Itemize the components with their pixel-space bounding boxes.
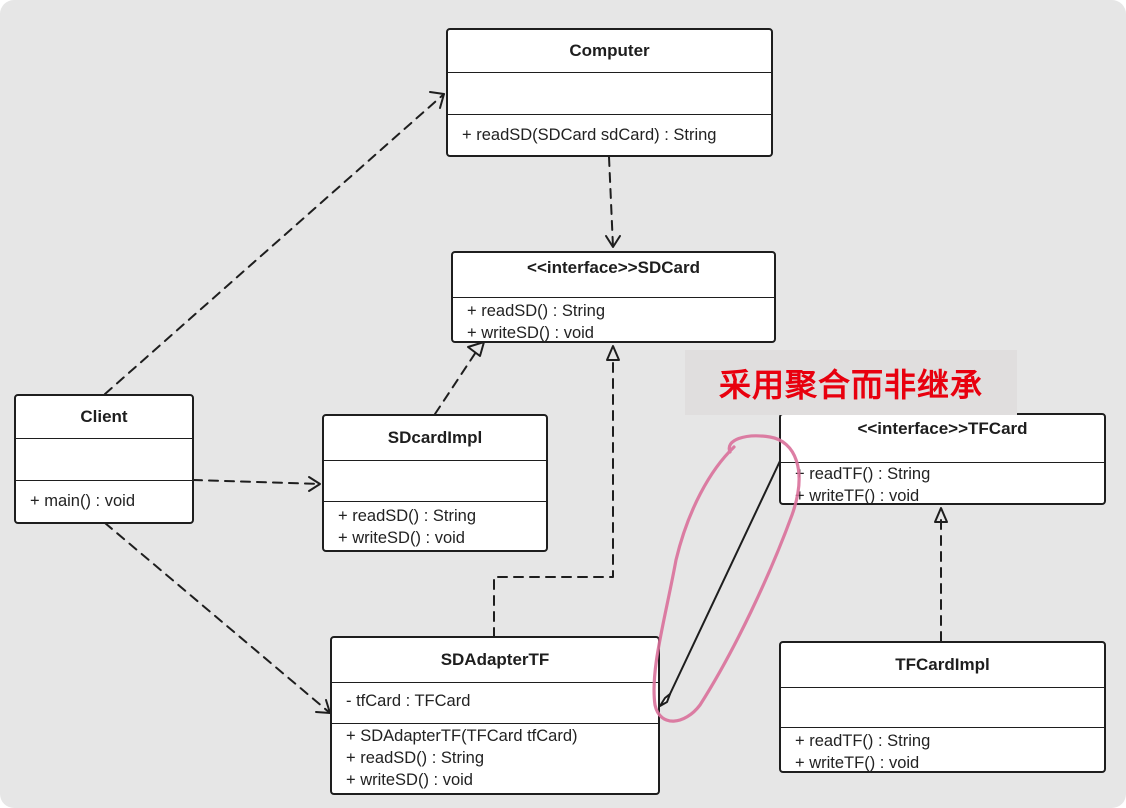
class-name: SDcardImpl [387,428,483,447]
operation: + readTF() : String [795,732,931,750]
class-computer[interactable]: Computer + readSD(SDCard sdCard) : Strin… [446,28,773,157]
aggregation-sdadapter-tfcard [659,460,781,707]
operations-section: + readTF() : String + writeTF() : void [781,462,1104,505]
realization-tfcardimpl-tfcard [934,507,948,642]
operation: + readSD() : String [338,507,477,525]
class-name: Computer [569,41,650,60]
interface-sdcard[interactable]: <<interface>>SDCard + readSD() : String … [451,251,776,343]
class-name: Client [80,407,128,426]
realization-sdadapter-sdcard [493,345,620,638]
class-client[interactable]: Client + main() : void [14,394,194,524]
dependency-client-computer [104,91,445,395]
operations-section: + SDAdapterTF(TFCard tfCard) + readSD() … [332,723,658,793]
operation: + readSD() : String [467,302,606,320]
operation: + main() : void [30,492,135,510]
operation: + readSD(SDCard sdCard) : String [462,126,717,144]
operation: + readTF() : String [795,465,931,483]
operations-section: + readSD() : String + writeSD() : void [324,501,546,550]
class-name: TFCardImpl [895,655,990,674]
operation: + writeSD() : void [346,771,473,789]
class-name: <<interface>>SDCard [527,258,700,277]
operation: + writeSD() : void [338,529,465,547]
attributes-section [781,687,1104,727]
operation: + writeSD() : void [467,324,594,342]
operation: + writeTF() : void [795,487,920,505]
class-sdadapter[interactable]: SDAdapterTF - tfCard : TFCard + SDAdapte… [330,636,660,795]
operations-section: + readSD(SDCard sdCard) : String [448,114,771,155]
operation: + readSD() : String [346,749,485,767]
operation: + writeTF() : void [795,754,920,772]
attributes-section [324,460,546,501]
attributes-section [448,72,771,114]
dependency-computer-sdcard [605,156,621,248]
operation: + SDAdapterTF(TFCard tfCard) [346,727,578,745]
attribute: - tfCard : TFCard [346,692,471,710]
realization-sdcardimpl-sdcard [434,341,485,415]
operations-section: + readSD() : String + writeSD() : void [453,297,774,342]
attributes-section: - tfCard : TFCard [332,682,658,723]
operations-section: + main() : void [16,480,192,522]
class-tfcardimpl[interactable]: TFCardImpl + readTF() : String + writeTF… [779,641,1106,773]
dependency-client-sdadapter [104,522,331,714]
operations-section: + readTF() : String + writeTF() : void [781,727,1104,772]
attributes-section [16,438,192,480]
class-name: <<interface>>TFCard [857,419,1028,438]
annotation-note: 采用聚合而非继承 [685,350,1017,415]
class-name: SDAdapterTF [440,650,550,669]
dependency-client-sdcardimpl [192,476,321,492]
interface-tfcard[interactable]: <<interface>>TFCard + readTF() : String … [779,413,1106,505]
class-sdcardimpl[interactable]: SDcardImpl + readSD() : String + writeSD… [322,414,548,552]
